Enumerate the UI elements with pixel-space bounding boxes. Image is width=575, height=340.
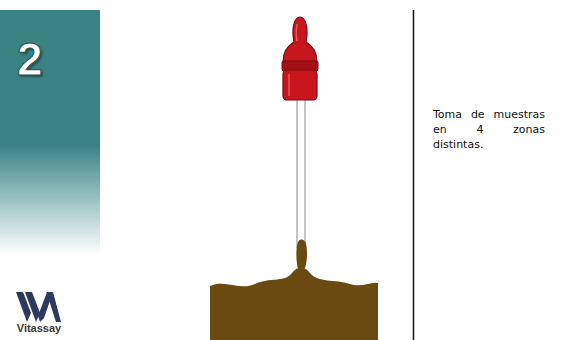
sample-drop — [296, 240, 307, 271]
dropper-bulb — [283, 17, 317, 62]
step-number-band: 2 — [0, 10, 100, 255]
dropper-cap — [283, 70, 317, 100]
instruction-text: Toma de muestras en 4 zonas distintas. — [433, 107, 545, 152]
dropper-stem — [297, 98, 305, 248]
bulb-highlight — [296, 24, 298, 41]
logo-symbol — [16, 292, 61, 322]
cap-highlight — [288, 74, 290, 96]
soil — [210, 268, 378, 340]
logo-text: Vitassay — [6, 322, 72, 335]
step-number: 2 — [17, 36, 43, 82]
divider-line — [413, 10, 415, 340]
